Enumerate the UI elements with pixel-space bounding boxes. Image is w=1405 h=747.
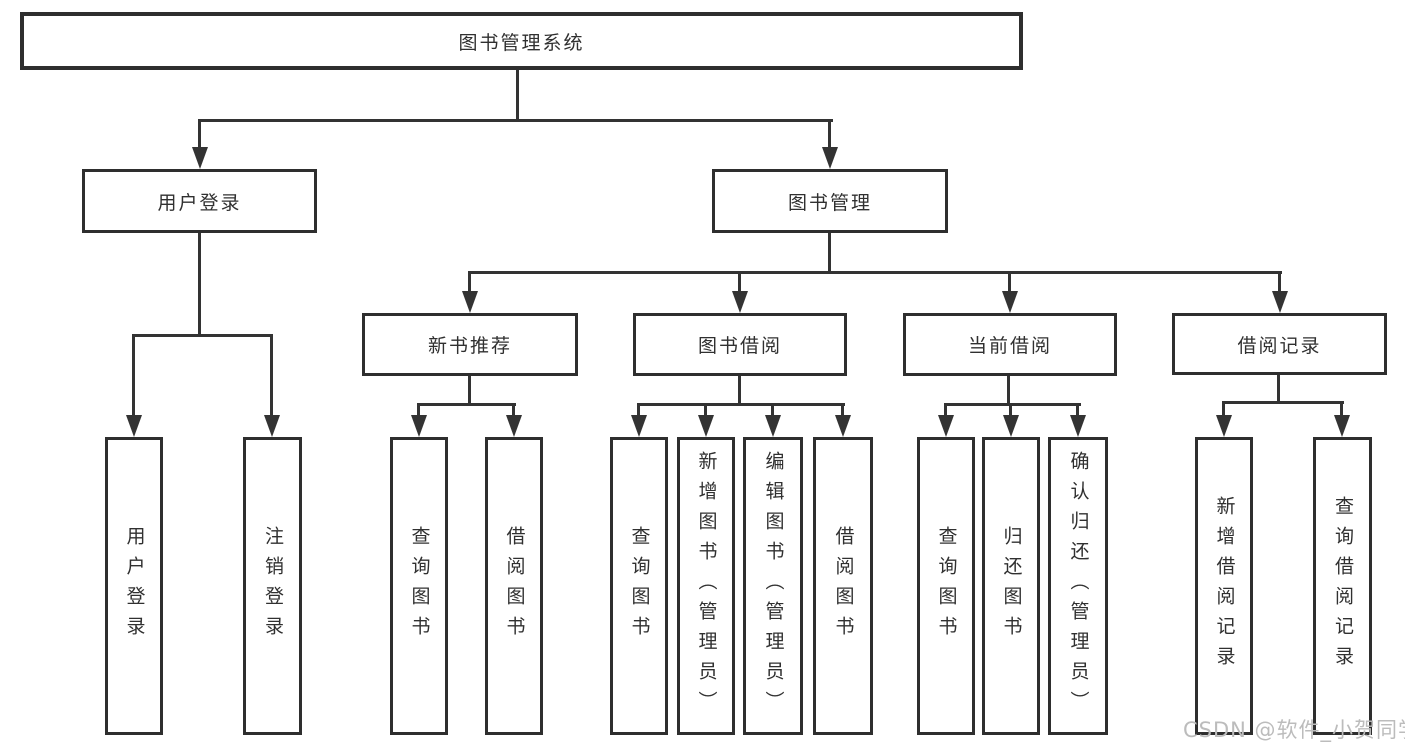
connector-line bbox=[417, 403, 420, 419]
connector-line bbox=[1278, 271, 1281, 295]
arrowhead-icon bbox=[506, 415, 522, 437]
connector-line bbox=[1008, 271, 1011, 295]
connector-line bbox=[1340, 401, 1343, 418]
leaf-query-borrow-record: 查询借阅记录 bbox=[1313, 437, 1372, 735]
arrowhead-icon bbox=[822, 147, 838, 169]
leaf-borrow-book: 借阅图书 bbox=[813, 437, 873, 735]
connector-line bbox=[1277, 375, 1280, 404]
connector-line bbox=[132, 334, 273, 337]
connector-line bbox=[1076, 403, 1079, 419]
node-system-root: 图书管理系统 bbox=[20, 12, 1023, 70]
node-book-borrow: 图书借阅 bbox=[633, 313, 847, 376]
leaf-return-book: 归还图书 bbox=[982, 437, 1040, 735]
connector-line bbox=[944, 403, 1081, 406]
arrowhead-icon bbox=[462, 291, 478, 313]
connector-line bbox=[738, 271, 741, 295]
arrowhead-icon bbox=[1002, 291, 1018, 313]
connector-line bbox=[512, 403, 515, 419]
leaf-current-query-book: 查询图书 bbox=[917, 437, 975, 735]
connector-line bbox=[637, 403, 845, 406]
connector-line bbox=[738, 376, 741, 406]
csdn-watermark: CSDN @软件_小贺同学 bbox=[1183, 718, 1405, 742]
leaf-recommend-borrow-book: 借阅图书 bbox=[485, 437, 543, 735]
connector-line bbox=[198, 119, 201, 149]
node-current-borrow: 当前借阅 bbox=[903, 313, 1117, 376]
arrowhead-icon bbox=[1334, 415, 1350, 437]
arrowhead-icon bbox=[938, 415, 954, 437]
leaf-recommend-query-book: 查询图书 bbox=[390, 437, 448, 735]
arrowhead-icon bbox=[126, 415, 142, 437]
arrowhead-icon bbox=[765, 415, 781, 437]
connector-line bbox=[1222, 401, 1225, 418]
arrowhead-icon bbox=[264, 415, 280, 437]
arrowhead-icon bbox=[1070, 415, 1086, 437]
connector-line bbox=[270, 334, 273, 418]
connector-line bbox=[468, 376, 471, 406]
arrowhead-icon bbox=[698, 415, 714, 437]
leaf-user-login: 用户登录 bbox=[105, 437, 163, 735]
node-user-login: 用户登录 bbox=[82, 169, 317, 233]
arrowhead-icon bbox=[631, 415, 647, 437]
arrowhead-icon bbox=[192, 147, 208, 169]
arrowhead-icon bbox=[835, 415, 851, 437]
node-book-management: 图书管理 bbox=[712, 169, 948, 233]
connector-line bbox=[771, 403, 774, 419]
connector-line bbox=[704, 403, 707, 419]
node-new-book-recommend: 新书推荐 bbox=[362, 313, 578, 376]
connector-line bbox=[637, 403, 640, 419]
leaf-edit-book-admin: 编辑图书（管理员） bbox=[743, 437, 803, 735]
arrowhead-icon bbox=[732, 291, 748, 313]
connector-line bbox=[1222, 401, 1344, 404]
connector-line bbox=[828, 233, 831, 274]
connector-line bbox=[468, 271, 1282, 274]
connector-line bbox=[516, 70, 519, 122]
leaf-add-book-admin: 新增图书（管理员） bbox=[677, 437, 735, 735]
connector-line bbox=[132, 334, 135, 418]
arrowhead-icon bbox=[1003, 415, 1019, 437]
connector-line bbox=[841, 403, 844, 419]
leaf-add-borrow-record: 新增借阅记录 bbox=[1195, 437, 1253, 735]
arrowhead-icon bbox=[1272, 291, 1288, 313]
connector-line bbox=[468, 271, 471, 295]
connector-line bbox=[198, 233, 201, 337]
leaf-confirm-return-admin: 确认归还（管理员） bbox=[1048, 437, 1108, 735]
connector-line bbox=[417, 403, 516, 406]
connector-line bbox=[1007, 376, 1010, 406]
arrowhead-icon bbox=[411, 415, 427, 437]
arrowhead-icon bbox=[1216, 415, 1232, 437]
connector-line bbox=[198, 119, 833, 122]
leaf-logout: 注销登录 bbox=[243, 437, 302, 735]
node-borrow-record: 借阅记录 bbox=[1172, 313, 1387, 375]
connector-line bbox=[1009, 403, 1012, 419]
connector-line bbox=[944, 403, 947, 419]
leaf-borrow-query-book: 查询图书 bbox=[610, 437, 668, 735]
connector-line bbox=[828, 119, 831, 149]
